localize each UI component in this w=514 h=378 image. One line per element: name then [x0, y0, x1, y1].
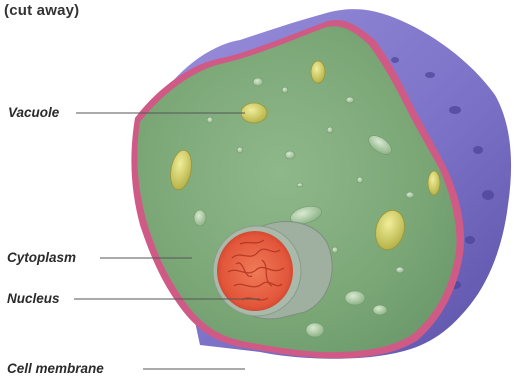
nucleus	[213, 222, 332, 319]
diagram-caption: (cut away)	[4, 2, 79, 19]
label-nucleus: Nucleus	[7, 291, 60, 306]
label-cell-membrane: Cell membrane	[7, 361, 104, 376]
label-vacuole: Vacuole	[8, 105, 59, 120]
label-cytoplasm: Cytoplasm	[7, 250, 76, 265]
